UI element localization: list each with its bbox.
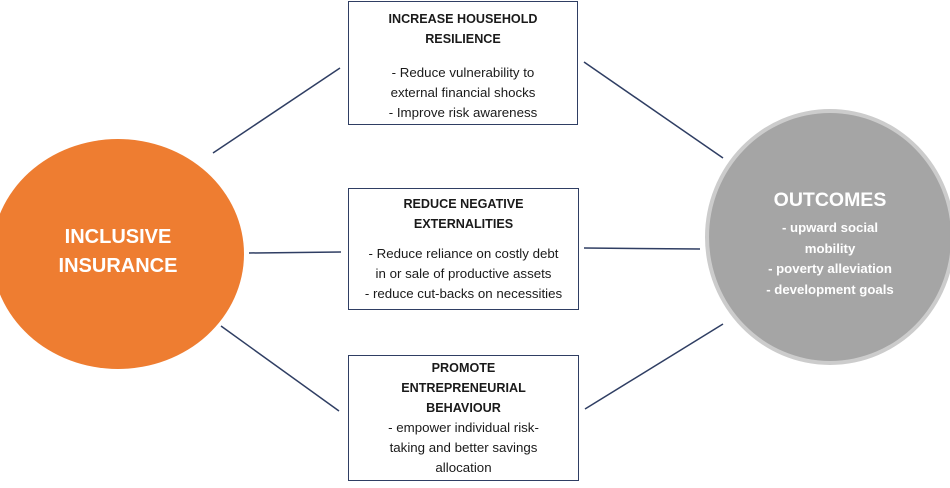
outcome-item: - development goals <box>766 281 894 297</box>
connector-entrepreneurial-to-outcomes <box>584 323 724 410</box>
title-line: RESILIENCE <box>425 32 501 46</box>
negative-externalities-box: REDUCE NEGATIVE EXTERNALITIES - Reduce r… <box>348 188 579 310</box>
item-line: external financial shocks <box>390 85 536 100</box>
connector-left-to-entrepreneurial <box>220 325 340 412</box>
title-line: ENTREPRENEURIAL <box>401 381 526 395</box>
entrepreneurial-behaviour-box: PROMOTE ENTREPRENEURIAL BEHAVIOUR - empo… <box>348 355 579 481</box>
item-line: allocation <box>435 460 492 475</box>
box-items: - Reduce reliance on costly debt in or s… <box>349 244 578 304</box>
item-line: - Reduce vulnerability to <box>391 65 535 80</box>
outcome-item: - poverty alleviation <box>768 261 892 276</box>
inclusive-insurance-title: INCLUSIVE INSURANCE <box>33 223 203 281</box>
outcome-item: mobility <box>804 240 856 256</box>
outcomes-list: - upward social mobility - poverty allev… <box>740 218 920 300</box>
box-items: - empower individual risk- taking and be… <box>349 418 578 478</box>
title-line: PROMOTE <box>431 361 496 375</box>
title-line: INSURANCE <box>58 255 178 277</box>
title-line: INCREASE HOUSEHOLD <box>388 12 538 26</box>
connector-externalities-to-outcomes <box>583 247 701 250</box>
item-line: taking and better savings <box>389 440 538 455</box>
title-line: BEHAVIOUR <box>426 401 501 415</box>
connector-left-to-resilience <box>212 67 341 154</box>
item-line: in or sale of productive assets <box>375 266 552 281</box>
title-line: REDUCE NEGATIVE <box>403 197 524 211</box>
outcomes-title: OUTCOMES <box>773 189 887 211</box>
outcomes-node: OUTCOMES - upward social mobility - pove… <box>705 109 950 365</box>
connector-left-to-externalities <box>248 251 342 254</box>
inclusive-insurance-node: INCLUSIVE INSURANCE <box>0 139 244 369</box>
item-line: - reduce cut-backs on necessities <box>364 286 563 301</box>
household-resilience-box: INCREASE HOUSEHOLD RESILIENCE - Reduce v… <box>348 1 578 125</box>
connector-resilience-to-outcomes <box>583 61 724 159</box>
item-line: - Improve risk awareness <box>388 105 538 120</box>
box-title: INCREASE HOUSEHOLD RESILIENCE <box>349 9 577 49</box>
item-line: - Reduce reliance on costly debt <box>368 246 559 261</box>
outcome-item: - upward social <box>782 220 878 235</box>
box-title: REDUCE NEGATIVE EXTERNALITIES <box>349 194 578 234</box>
box-title: PROMOTE ENTREPRENEURIAL BEHAVIOUR <box>349 358 578 418</box>
title-line: EXTERNALITIES <box>413 217 514 231</box>
item-line: - empower individual risk- <box>388 420 539 435</box>
box-items: - Reduce vulnerability to external finan… <box>349 63 577 123</box>
title-line: INCLUSIVE <box>64 226 172 248</box>
